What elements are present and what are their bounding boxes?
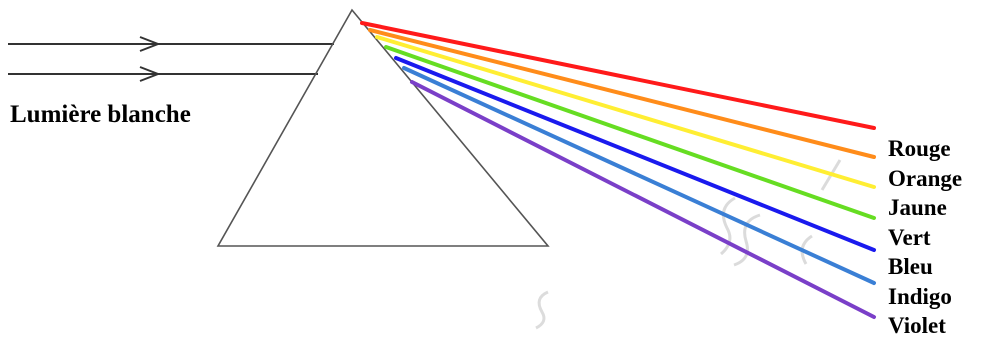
- spectrum-label-bleu: Bleu: [888, 254, 933, 279]
- spectrum-label-violet: Violet: [888, 313, 946, 338]
- ray-vert: [384, 45, 876, 220]
- spectrum-label-vert: Vert: [888, 225, 931, 250]
- spectrum-label-orange: Orange: [888, 166, 963, 191]
- dispersed-rays: [360, 21, 876, 319]
- spectrum-label-indigo: Indigo: [888, 284, 952, 309]
- arrowhead-top: [139, 36, 161, 52]
- prism: [216, 8, 550, 247]
- ray-violet: [410, 80, 876, 319]
- ray-jaune: [375, 35, 876, 189]
- white-light-label: Lumière blanche: [10, 101, 191, 128]
- ray-indigo: [402, 66, 876, 285]
- ray-orange: [368, 28, 876, 159]
- ray-rouge: [360, 21, 876, 130]
- incident-rays: [8, 36, 334, 82]
- watermark: [535, 159, 842, 330]
- arrowhead-bottom: [139, 66, 161, 82]
- spectrum-label-jaune: Jaune: [888, 195, 947, 220]
- ray-bleu: [394, 56, 876, 252]
- spectrum-label-rouge: Rouge: [888, 136, 951, 161]
